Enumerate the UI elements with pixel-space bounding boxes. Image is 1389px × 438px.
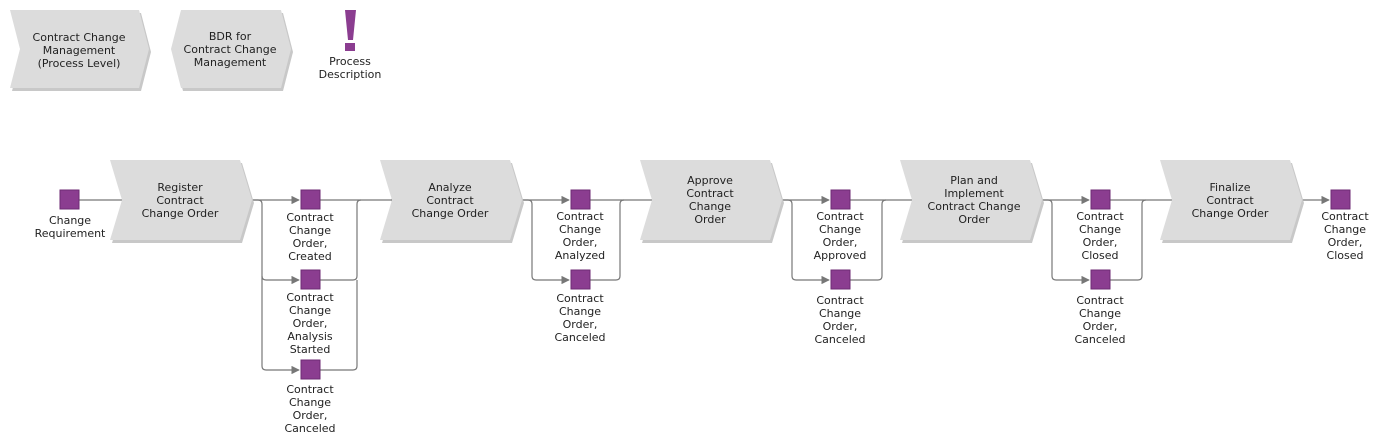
- event-created[interactable]: [300, 189, 321, 210]
- exclamation-icon[interactable]: [345, 10, 356, 51]
- event-created-label: Contract Change Order, Created: [286, 211, 334, 263]
- process-analyze[interactable]: [380, 160, 524, 243]
- event-analysis-started-label: Contract Change Order, Analysis Started: [286, 291, 334, 356]
- bdr-link[interactable]: [171, 10, 293, 91]
- event-analysis-started[interactable]: [300, 269, 321, 290]
- event-closed-2-label: Contract Change Order, Closed: [1321, 210, 1369, 262]
- event-change-requirement[interactable]: [59, 189, 80, 210]
- process-approve[interactable]: [640, 160, 784, 243]
- process-register[interactable]: [110, 160, 254, 243]
- event-canceled-2-label: Contract Change Order, Canceled: [554, 292, 606, 344]
- process-finalize[interactable]: [1160, 160, 1304, 243]
- event-canceled-1[interactable]: [300, 359, 321, 380]
- event-canceled-4-label: Contract Change Order, Canceled: [1074, 294, 1126, 346]
- process-finalize-label: Finalize Contract Change Order: [1191, 180, 1269, 220]
- event-canceled-3-label: Contract Change Order, Canceled: [814, 294, 866, 346]
- event-analyzed[interactable]: [570, 189, 591, 210]
- process-level-label: Contract Change Management (Process Leve…: [32, 30, 126, 70]
- process-description-label: Process Description: [318, 55, 382, 81]
- process-plan-implement-label: Plan and Implement Contract Change Order: [927, 174, 1021, 226]
- event-change-requirement-label: Change Requirement: [34, 214, 106, 240]
- process-analyze-label: Analyze Contract Change Order: [411, 180, 489, 220]
- event-canceled-3[interactable]: [830, 269, 851, 290]
- event-canceled-1-label: Contract Change Order, Canceled: [284, 383, 336, 435]
- event-canceled-4[interactable]: [1090, 269, 1111, 290]
- process-approve-label: Approve Contract Change Order: [686, 174, 734, 226]
- event-approved[interactable]: [830, 189, 851, 210]
- event-approved-label: Contract Change Order, Approved: [813, 210, 867, 262]
- event-closed-2[interactable]: [1330, 189, 1351, 210]
- event-analyzed-label: Contract Change Order, Analyzed: [554, 210, 606, 262]
- event-canceled-2[interactable]: [570, 269, 591, 290]
- event-closed-1[interactable]: [1090, 189, 1111, 210]
- process-level-link[interactable]: [10, 10, 151, 91]
- process-plan-implement[interactable]: [900, 160, 1044, 243]
- bdr-label: BDR for Contract Change Management: [183, 29, 277, 69]
- event-closed-1-label: Contract Change Order, Closed: [1076, 210, 1124, 262]
- process-register-label: Register Contract Change Order: [141, 180, 219, 220]
